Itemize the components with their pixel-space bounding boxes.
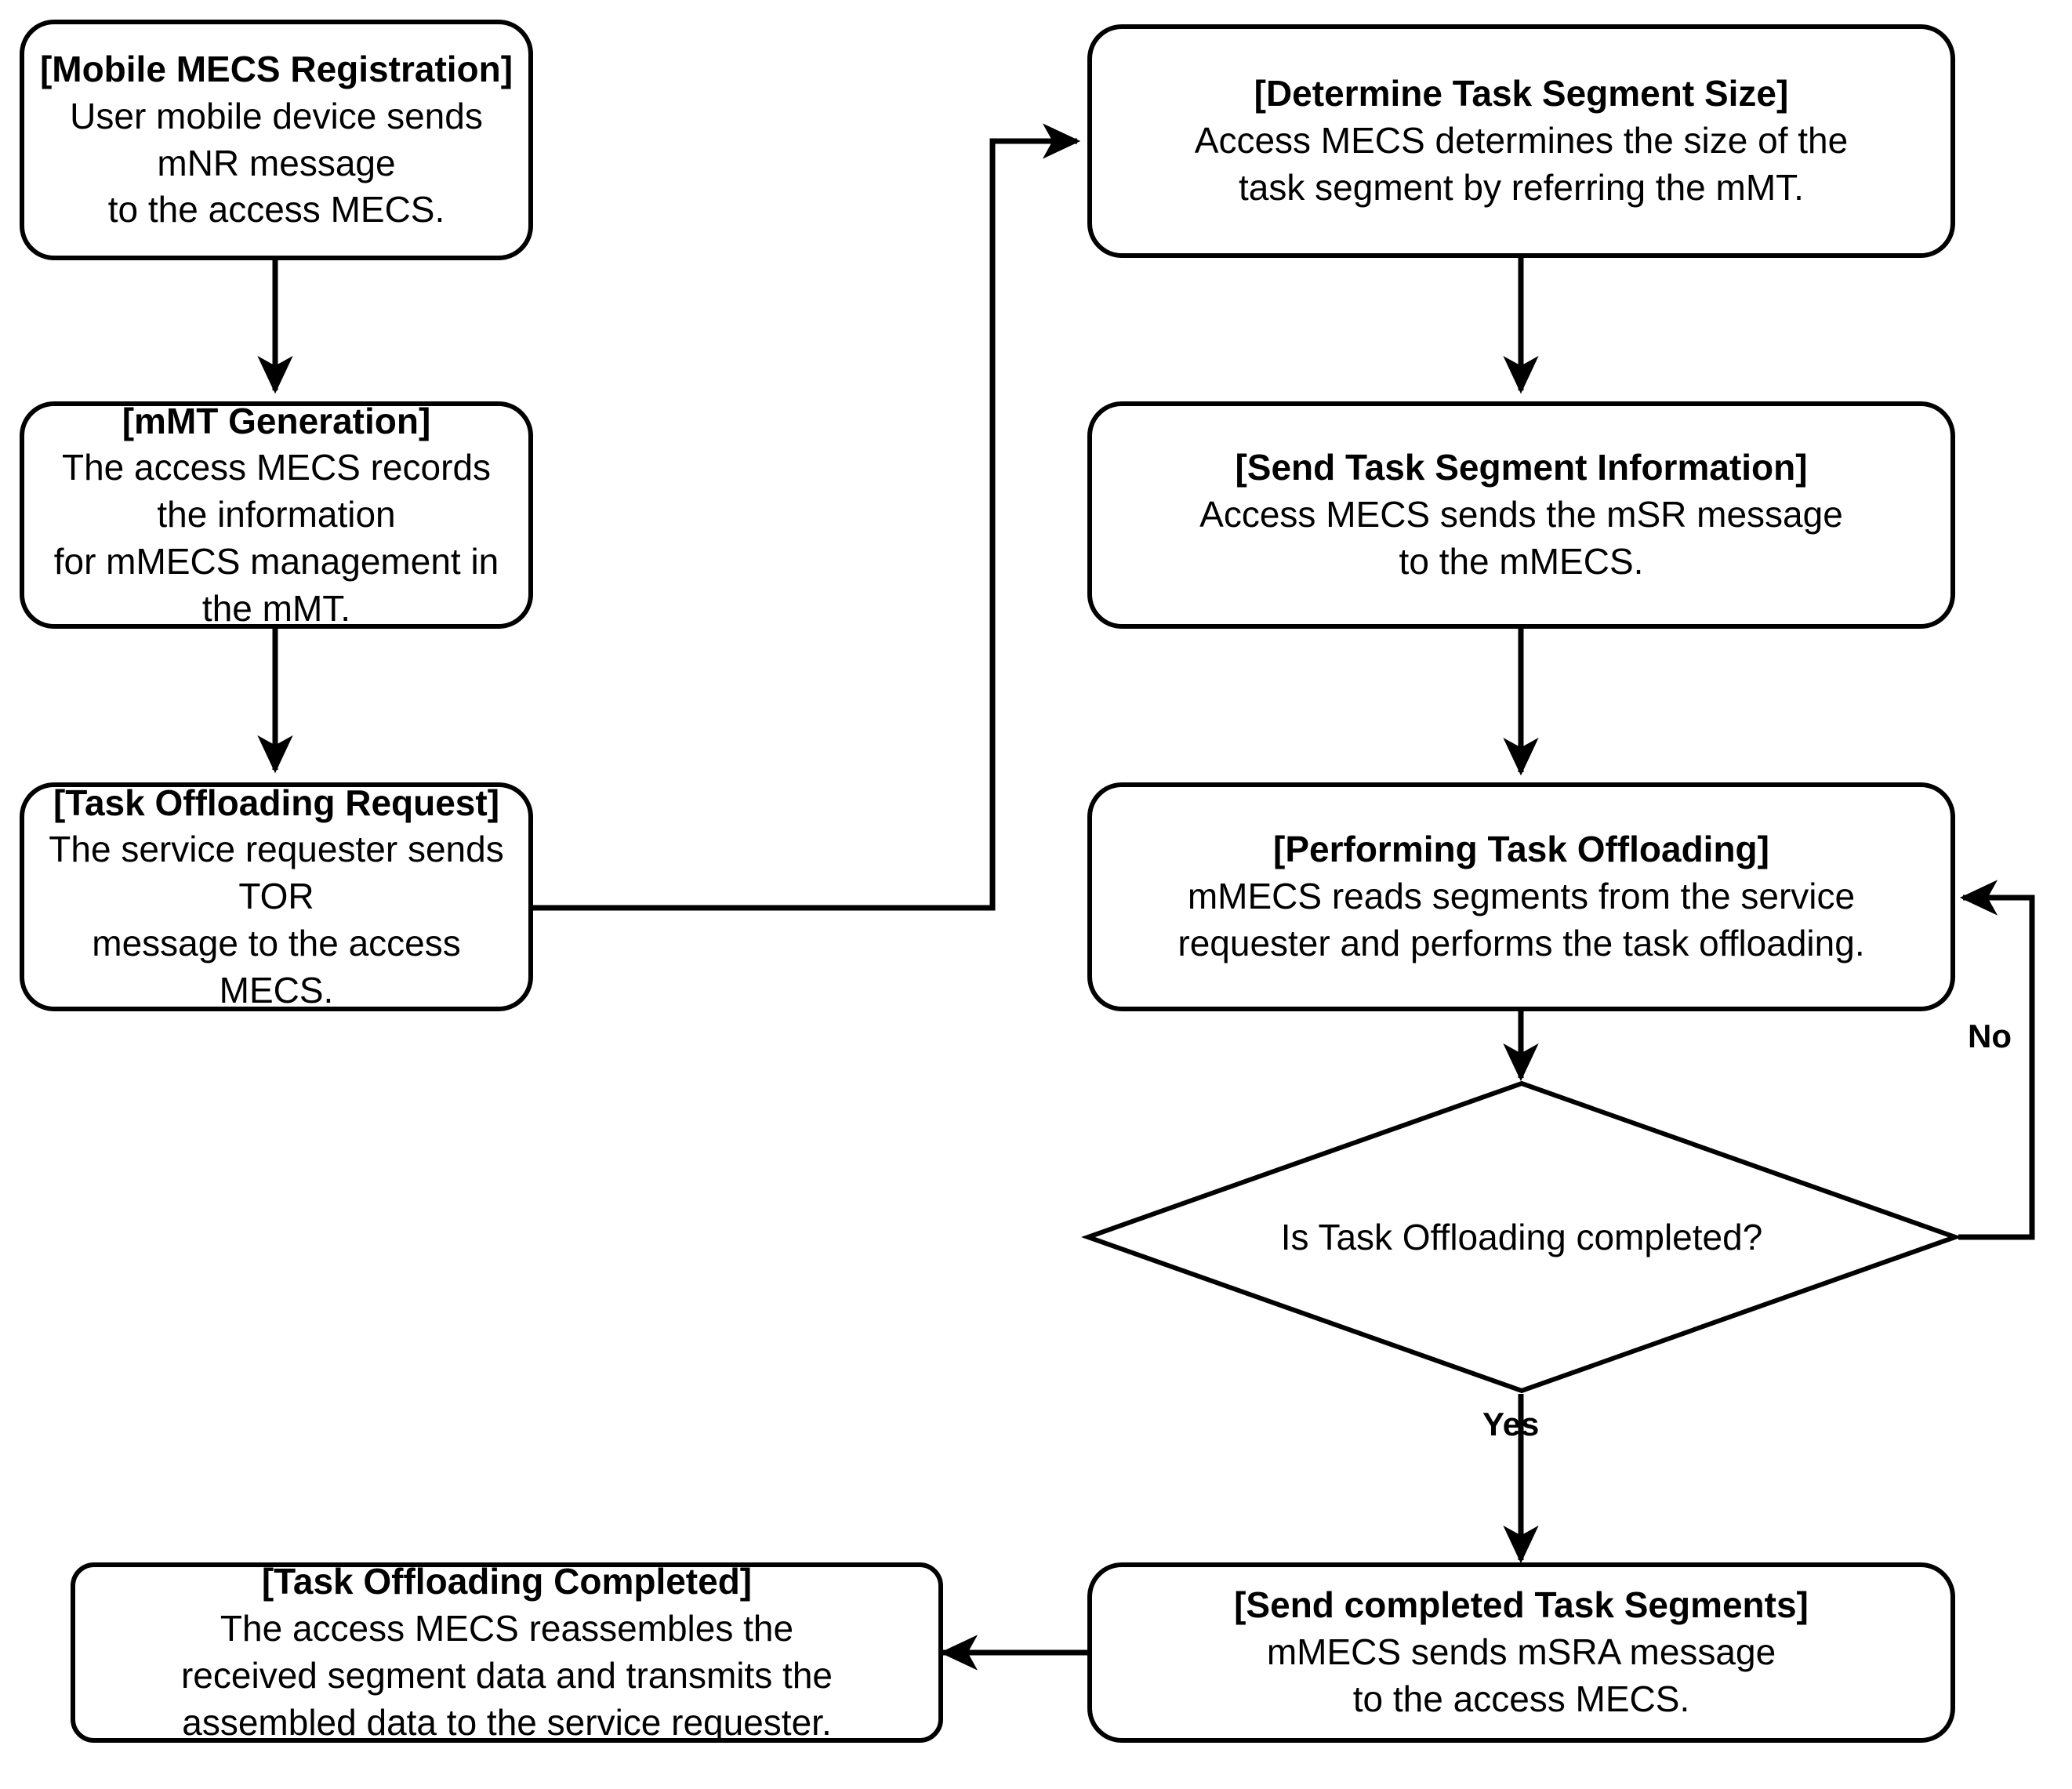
node-title: [Task Offloading Request]: [53, 782, 500, 823]
node-performing-task-offloading[interactable]: [Performing Task Offloading] mMECS reads…: [1087, 782, 1955, 1011]
node-task-offloading-completed[interactable]: [Task Offloading Completed] The access M…: [71, 1561, 943, 1743]
node-body: Access MECS determines the size of the t…: [1194, 120, 1849, 208]
node-title: [Performing Task Offloading]: [1273, 829, 1769, 870]
node-title: [mMT Generation]: [122, 400, 431, 441]
node-title: [Send completed Task Segments]: [1234, 1584, 1809, 1626]
node-title: [Mobile MECS Registration]: [39, 48, 513, 89]
node-title: [Determine Task Segment Size]: [1254, 73, 1789, 114]
node-send-completed-task-segments[interactable]: [Send completed Task Segments] mMECS sen…: [1087, 1562, 1955, 1743]
node-body: Access MECS sends the mSR message to the…: [1199, 494, 1843, 582]
edge-label-yes: Yes: [1482, 1406, 1540, 1442]
node-body: mMECS reads segments from the service re…: [1178, 876, 1865, 963]
node-title: [Task Offloading Completed]: [261, 1561, 753, 1602]
node-is-task-offloading-completed[interactable]: Is Task Offloading completed?: [1081, 1080, 1962, 1394]
node-body: The access MECS records the information …: [53, 447, 499, 629]
node-mmt-generation[interactable]: [mMT Generation] The access MECS records…: [20, 401, 533, 629]
node-body: mMECS sends mSRA message to the access M…: [1266, 1631, 1776, 1719]
node-body: The access MECS reassembles the received…: [180, 1608, 833, 1743]
node-title: [Send Task Segment Information]: [1235, 447, 1808, 488]
edge-task-request-to-determine-size: [533, 123, 1081, 911]
node-task-offloading-request[interactable]: [Task Offloading Request] The service re…: [20, 782, 533, 1011]
node-send-task-segment-information[interactable]: [Send Task Segment Information] Access M…: [1087, 401, 1955, 629]
diamond-shape: [1081, 1080, 1962, 1394]
node-body: User mobile device sends mNR message to …: [70, 95, 483, 230]
node-determine-task-segment-size[interactable]: [Determine Task Segment Size] Access MEC…: [1087, 24, 1955, 258]
node-body: The service requester sends TOR message …: [49, 829, 504, 1011]
node-mobile-mecs-registration[interactable]: [Mobile MECS Registration] User mobile d…: [20, 20, 533, 260]
edge-decision-no-loop: [1958, 880, 2035, 1240]
edge-label-no: No: [1968, 1018, 2012, 1054]
